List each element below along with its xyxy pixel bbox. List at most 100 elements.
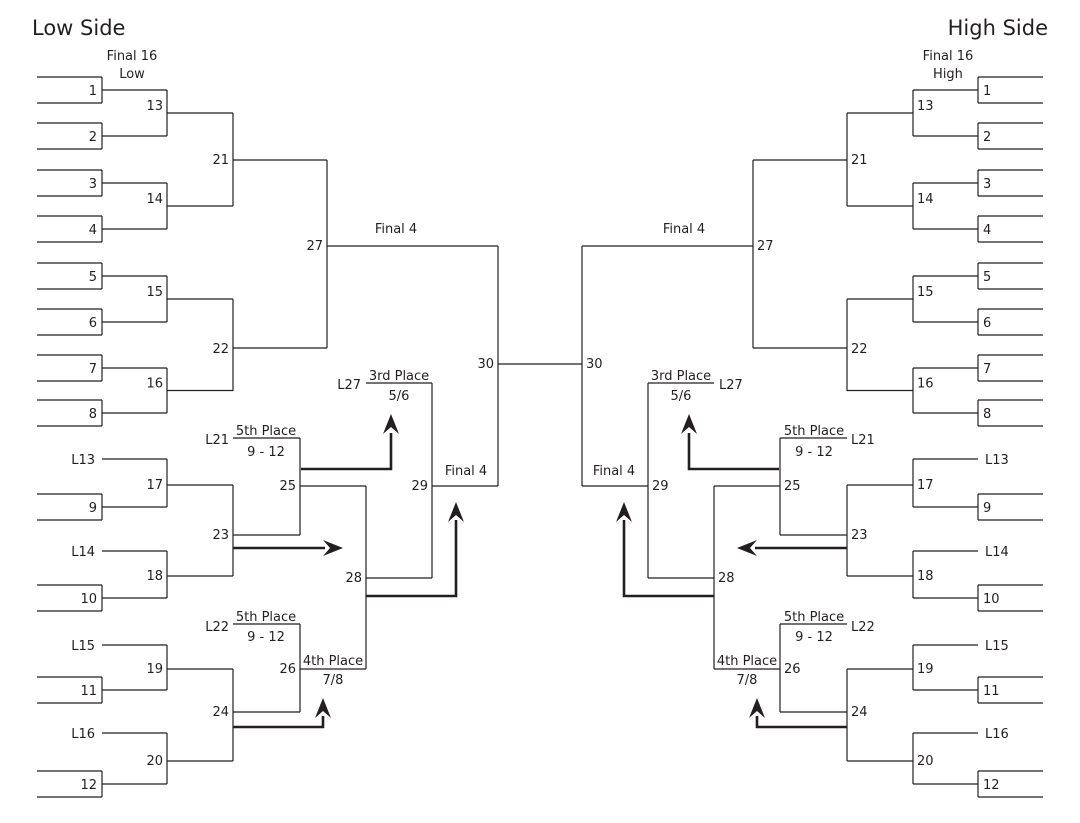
low-game-number: 16	[146, 377, 163, 392]
high-game-number: 21	[851, 153, 868, 168]
low-game-number: 24	[212, 705, 229, 720]
low-game-number: 29	[411, 479, 428, 494]
high-seed-label: 11	[983, 684, 1000, 699]
low-loser-feed-label: L22	[205, 620, 229, 635]
high-game-number: 16	[917, 377, 934, 392]
high-fifth-place-label: 5th Place	[784, 610, 844, 625]
low-game-number: 19	[146, 662, 163, 677]
high-arrowhead-7-8	[749, 698, 765, 718]
low-winner-path-5-6	[301, 433, 393, 471]
high-final-four-label: Final 4	[593, 464, 635, 479]
low-seed-label: 2	[89, 130, 97, 145]
high-seed-label: 8	[983, 407, 991, 422]
low-fifth-place-range: 9 - 12	[247, 630, 285, 645]
low-loser-label: L14	[71, 545, 95, 560]
high-round-header-line: High	[933, 67, 963, 82]
high-arrowhead-5-6	[681, 414, 697, 434]
low-game-number: 22	[212, 342, 229, 357]
low-round-header-line: Low	[119, 67, 145, 82]
high-game-number: 28	[718, 571, 735, 586]
high-seed-label: 5	[983, 270, 991, 285]
high-seed-label: 10	[983, 592, 1000, 607]
high-winner-path-final4	[622, 520, 714, 598]
high-game-number: 26	[784, 662, 801, 677]
high-loser-label: L14	[985, 545, 1009, 560]
high-arrowhead-23	[737, 540, 757, 556]
high-game-number: 19	[917, 662, 934, 677]
low-seed-label: 7	[89, 362, 97, 377]
high-seed-label: 3	[983, 177, 991, 192]
high-fifth-place-range: 9 - 12	[795, 630, 833, 645]
low-winner-path-final4	[366, 520, 458, 598]
low-final-four-label: Final 4	[375, 222, 417, 237]
low-seed-label: 8	[89, 407, 97, 422]
low-game-number: 30	[477, 357, 494, 372]
low-game-number: 23	[212, 528, 229, 543]
high-game-number: 24	[851, 705, 868, 720]
high-seed-label: 7	[983, 362, 991, 377]
low-seed-label: 3	[89, 177, 97, 192]
low-game-number: 20	[146, 754, 163, 769]
low-fifth-place-label: 5th Place	[236, 424, 296, 439]
high-game-number: 18	[917, 569, 934, 584]
high-fifth-place-label: 5th Place	[784, 424, 844, 439]
low-arrowhead-23	[323, 540, 343, 556]
high-game-number: 23	[851, 528, 868, 543]
low-fourth-place-range: 7/8	[323, 673, 344, 688]
high-seed-label: 12	[983, 778, 1000, 793]
low-fifth-place-range: 9 - 12	[247, 445, 285, 460]
high-winner-path-5-6	[687, 433, 779, 471]
low-arrowhead-5-6	[383, 414, 399, 434]
low-seed-label: 6	[89, 316, 97, 331]
high-loser-feed-label: L27	[719, 378, 743, 393]
high-game-number: 15	[917, 285, 934, 300]
high-game-number: 22	[851, 342, 868, 357]
low-seed-label: 1	[89, 84, 97, 99]
low-fifth-place-label: 5th Place	[236, 610, 296, 625]
high-game-number: 20	[917, 754, 934, 769]
low-arrowhead-final4	[448, 502, 464, 522]
high-winner-path-7-8	[755, 716, 847, 729]
low-third-place-range: 5/6	[389, 389, 410, 404]
high-loser-feed-label: L21	[851, 433, 875, 448]
high-game-number: 30	[586, 357, 603, 372]
low-game-number: 26	[279, 662, 296, 677]
high-game-number: 17	[917, 478, 934, 493]
low-third-place-label: 3rd Place	[369, 369, 429, 384]
low-game-number: 28	[345, 571, 362, 586]
low-seed-label: 4	[89, 223, 97, 238]
high-round-header-line: Final 16	[923, 49, 974, 64]
low-seed-label: 5	[89, 270, 97, 285]
high-game-number: 13	[917, 99, 934, 114]
low-side-title: Low Side	[32, 16, 125, 40]
high-seed-label: 9	[983, 501, 991, 516]
low-loser-label: L13	[71, 453, 95, 468]
high-loser-feed-label: L22	[851, 620, 875, 635]
low-game-number: 21	[212, 153, 229, 168]
high-fourth-place-range: 7/8	[737, 673, 758, 688]
low-final-four-label: Final 4	[445, 464, 487, 479]
low-game-number: 14	[146, 192, 163, 207]
low-fourth-place-label: 4th Place	[303, 654, 363, 669]
high-final-four-label: Final 4	[663, 222, 705, 237]
low-seed-label: 10	[80, 592, 97, 607]
low-round-header-line: Final 16	[107, 49, 158, 64]
high-side-title: High Side	[948, 16, 1048, 40]
low-game-number: 18	[146, 569, 163, 584]
low-loser-feed-label: L27	[337, 378, 361, 393]
low-loser-feed-label: L21	[205, 433, 229, 448]
high-third-place-range: 5/6	[671, 389, 692, 404]
low-game-number: 15	[146, 285, 163, 300]
low-game-number: 17	[146, 478, 163, 493]
low-game-number: 27	[306, 239, 323, 254]
low-game-number: 25	[279, 479, 296, 494]
low-seed-label: 11	[80, 684, 97, 699]
high-fifth-place-range: 9 - 12	[795, 445, 833, 460]
low-winner-path-7-8	[233, 716, 325, 729]
high-game-number: 29	[652, 479, 669, 494]
high-seed-label: 6	[983, 316, 991, 331]
high-loser-label: L16	[985, 727, 1009, 742]
high-fourth-place-label: 4th Place	[717, 654, 777, 669]
